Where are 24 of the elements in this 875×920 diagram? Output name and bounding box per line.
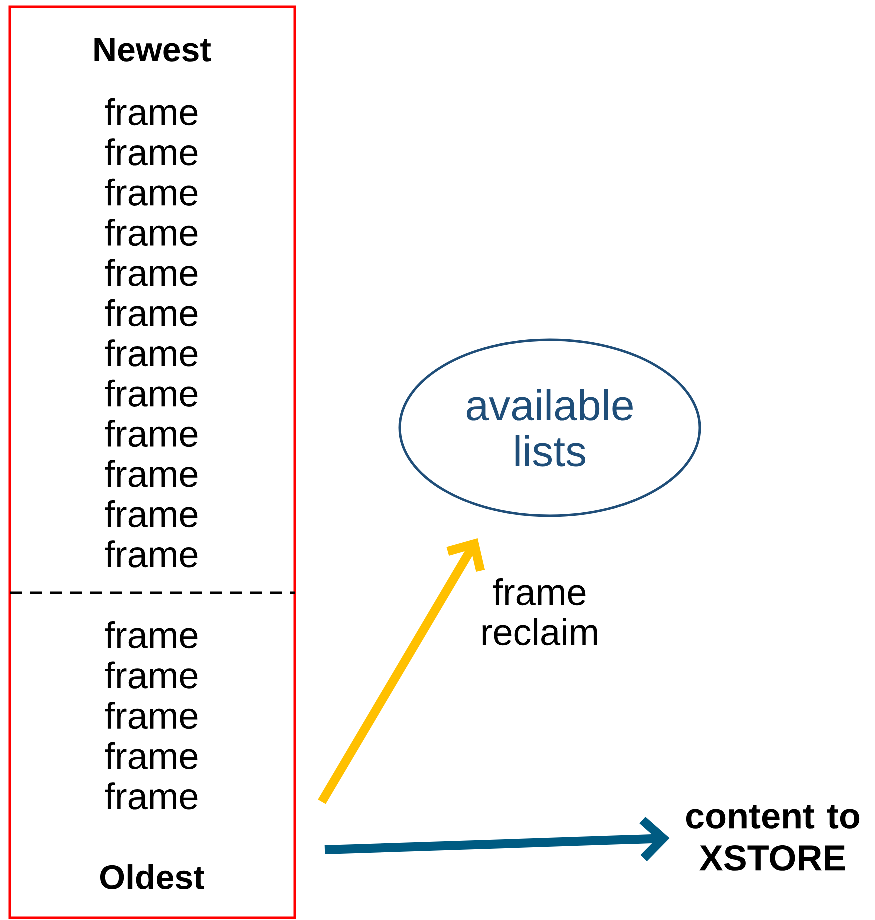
stack-end-label: Newest — [94, 38, 212, 62]
frame-label: frame — [105, 702, 198, 730]
frame-label: frame — [105, 420, 198, 448]
destination-label: content to XSTORE — [686, 805, 860, 871]
frame-label: frame — [105, 621, 198, 649]
frame-label: frame — [105, 742, 198, 770]
frame-label: frame — [105, 540, 198, 568]
frame-label: frame — [105, 178, 198, 206]
frame-label: frame — [105, 662, 198, 689]
frame-stack-box — [8, 6, 296, 920]
edge-label: frame reclaim — [464, 577, 616, 647]
arrow — [324, 816, 670, 862]
frame-label: frame — [105, 500, 198, 528]
stack-end-label: Oldest — [100, 864, 204, 890]
frame-label: frame — [105, 259, 198, 286]
frame-label: frame — [105, 460, 198, 488]
frame-label: frame — [105, 340, 198, 367]
frame-label: frame — [105, 782, 198, 810]
frame-label: frame — [105, 380, 198, 407]
frame-label: frame — [105, 299, 198, 327]
frame-label: frame — [105, 98, 198, 126]
arrow — [318, 538, 486, 804]
frame-label: frame — [105, 138, 198, 166]
frame-label: frame — [105, 219, 198, 246]
